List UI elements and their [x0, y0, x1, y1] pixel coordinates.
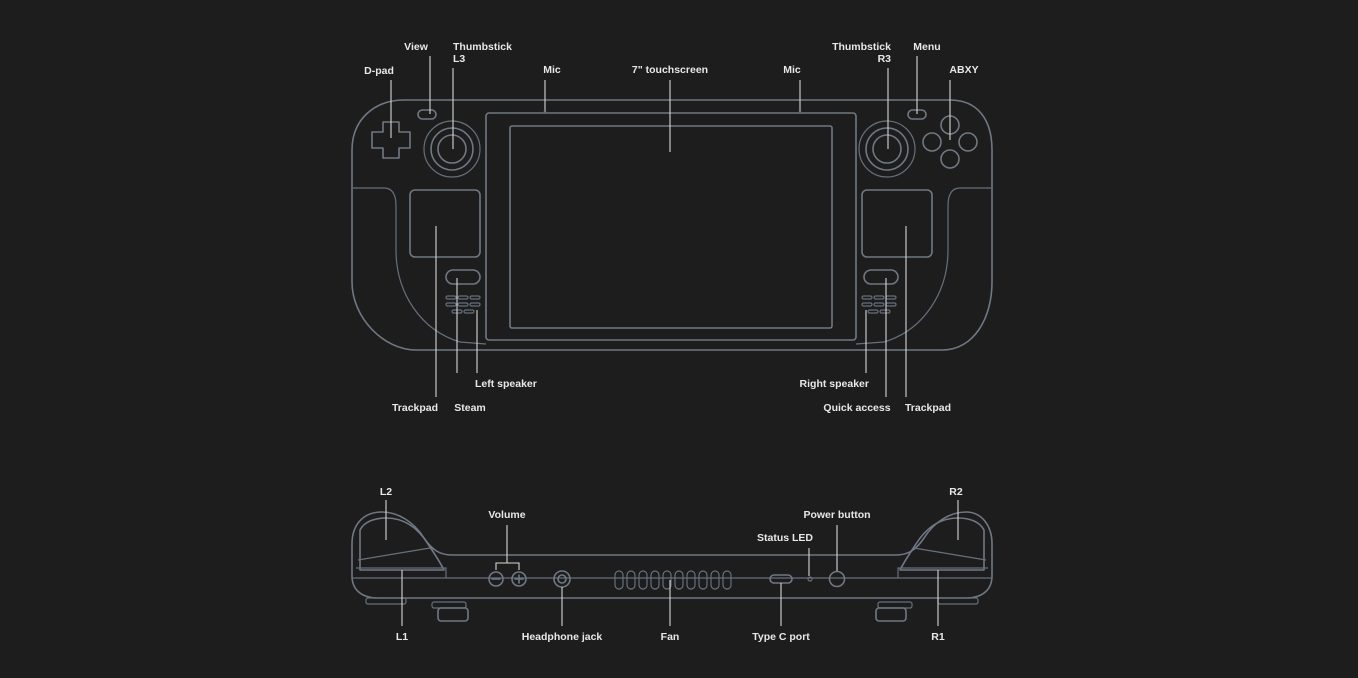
dpad	[371, 121, 411, 159]
headphone-jack-inner	[557, 574, 567, 584]
label-mic-right: Mic	[783, 64, 801, 76]
label-volume: Volume	[488, 509, 525, 521]
label-headphone-jack: Headphone jack	[522, 631, 603, 643]
label-l2: L2	[380, 486, 392, 498]
label-r3: R3	[878, 53, 892, 65]
label-thumbstick-right: Thumbstick	[832, 41, 891, 53]
front-leader-lines	[390, 56, 951, 397]
label-fan: Fan	[661, 631, 680, 643]
label-quick-access: Quick access	[823, 402, 890, 414]
label-status-led: Status LED	[757, 532, 813, 544]
label-r1: R1	[931, 631, 945, 643]
top-leader-lines	[385, 500, 959, 626]
l2-trigger	[359, 517, 445, 571]
steam-button	[445, 269, 481, 285]
device-body-outline	[351, 99, 993, 351]
left-foot	[365, 597, 469, 622]
l1-bumper	[356, 567, 447, 578]
top-view-device	[351, 511, 993, 622]
label-dpad: D-pad	[364, 65, 394, 77]
left-speaker-grille	[445, 295, 481, 314]
left-thumbstick-cap	[437, 134, 467, 164]
label-l3: L3	[453, 53, 465, 65]
label-power-button: Power button	[803, 509, 870, 521]
right-grip-contour	[855, 187, 991, 345]
label-right-speaker: Right speaker	[800, 378, 869, 390]
left-thumbstick-outer	[430, 127, 474, 171]
right-trackpad	[861, 189, 933, 258]
status-led	[807, 576, 813, 582]
type-c-port	[769, 574, 793, 584]
right-speaker-grille	[861, 295, 897, 314]
label-l1: L1	[396, 631, 408, 643]
volume-up-button	[511, 571, 527, 587]
label-r2: R2	[949, 486, 963, 498]
label-type-c-port: Type C port	[752, 631, 810, 643]
label-abxy: ABXY	[949, 64, 978, 76]
label-view: View	[404, 41, 429, 53]
fan-vents	[614, 570, 732, 590]
r2-trigger	[899, 517, 985, 571]
left-mic-hole	[543, 109, 547, 113]
screen-bezel	[485, 112, 857, 341]
right-thumbstick-outer	[865, 127, 909, 171]
r1-bumper	[897, 567, 988, 578]
power-button	[828, 570, 846, 588]
label-menu: Menu	[913, 41, 940, 53]
view-button	[417, 109, 437, 120]
touchscreen-display	[509, 125, 833, 329]
front-view-device	[351, 99, 993, 351]
left-thumbstick-ring	[423, 120, 481, 178]
left-trackpad	[409, 189, 481, 258]
top-body-outline	[351, 511, 993, 599]
quick-access-button	[863, 269, 899, 285]
label-left-speaker: Left speaker	[475, 378, 537, 390]
right-foot	[875, 597, 979, 622]
l2-trigger-split	[357, 547, 431, 561]
top-labels: L2 Volume Status LED Power button R2 L1 …	[380, 486, 963, 643]
label-thumbstick-left: Thumbstick	[453, 41, 512, 53]
right-mic-hole	[798, 109, 802, 113]
label-mic-left: Mic	[543, 64, 561, 76]
front-labels: D-pad View Thumbstick L3 Mic 7" touchscr…	[364, 41, 978, 414]
r2-trigger-split	[913, 547, 987, 561]
headphone-jack-outer	[553, 570, 571, 588]
left-grip-contour	[353, 187, 487, 345]
label-steam: Steam	[454, 402, 486, 414]
volume-down-button	[488, 571, 504, 587]
label-trackpad-right: Trackpad	[905, 402, 951, 414]
right-thumbstick-cap	[872, 134, 902, 164]
label-touchscreen: 7" touchscreen	[632, 64, 708, 76]
label-trackpad-left: Trackpad	[392, 402, 438, 414]
right-thumbstick-ring	[858, 120, 916, 178]
